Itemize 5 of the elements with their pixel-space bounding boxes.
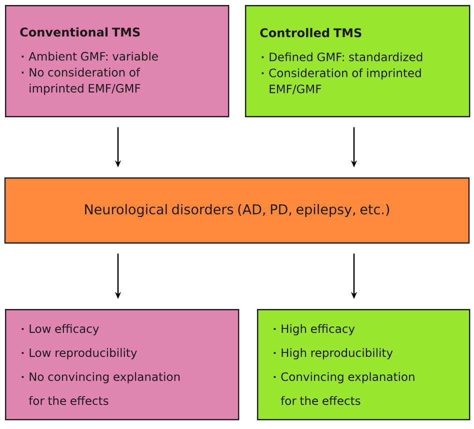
info-box: Conventional TMS Ambient GMF: variable No consideration of imprinted EMF/GMF — [5, 5, 230, 118]
info-box: Controlled TMS Defined GMF: standardized Consideration of imprinted EMF/GMF — [245, 5, 470, 118]
condition-box: Neurological disorders (AD, PD, epilepsy, etc.) — [4, 177, 470, 244]
outcome-box: Low efficacy Low reproducibility No convincing explanation for the effects — [5, 309, 240, 420]
outcome-box: High efficacy High reproducibility Convincing explanation for the effects — [257, 309, 470, 420]
